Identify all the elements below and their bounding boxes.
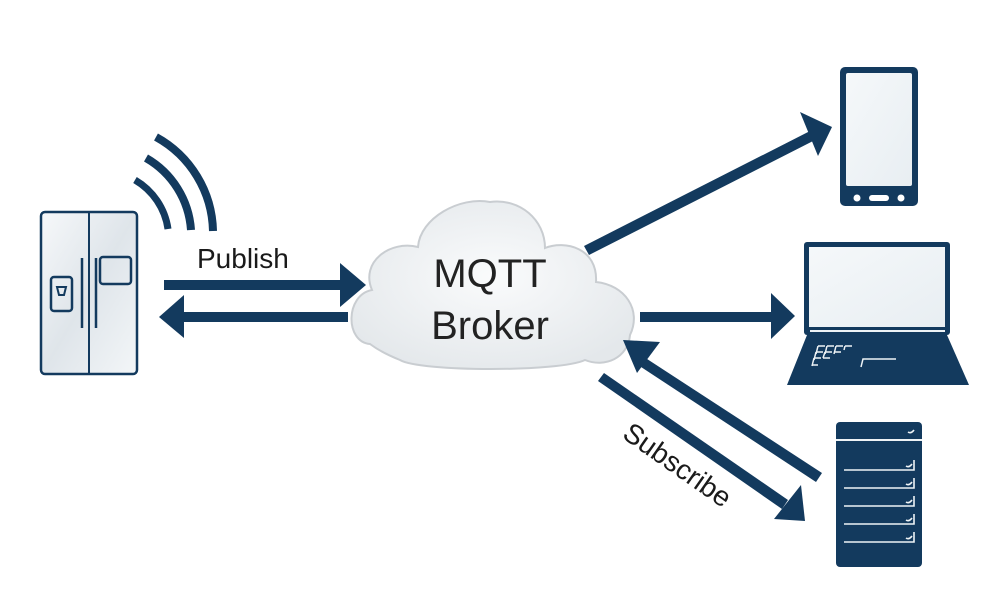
- arrow-to-laptop: [640, 293, 795, 339]
- publish-arrow: [164, 263, 366, 307]
- cloud-icon: [350, 200, 635, 370]
- arrow-to-phone: [584, 112, 832, 255]
- wifi-signal-icon: [133, 133, 217, 232]
- fridge-icon: [39, 210, 139, 376]
- broker-label-line1: MQTT: [433, 252, 546, 296]
- broker-label-line2: Broker: [431, 304, 549, 348]
- publish-label: Publish: [197, 243, 289, 274]
- phone-icon: [840, 67, 918, 206]
- arrow-broker-to-server: [598, 373, 805, 521]
- arrow-server-to-broker: [623, 340, 822, 482]
- return-arrow-to-fridge: [159, 295, 348, 338]
- server-icon: [836, 422, 922, 567]
- laptop-icon: [787, 242, 969, 385]
